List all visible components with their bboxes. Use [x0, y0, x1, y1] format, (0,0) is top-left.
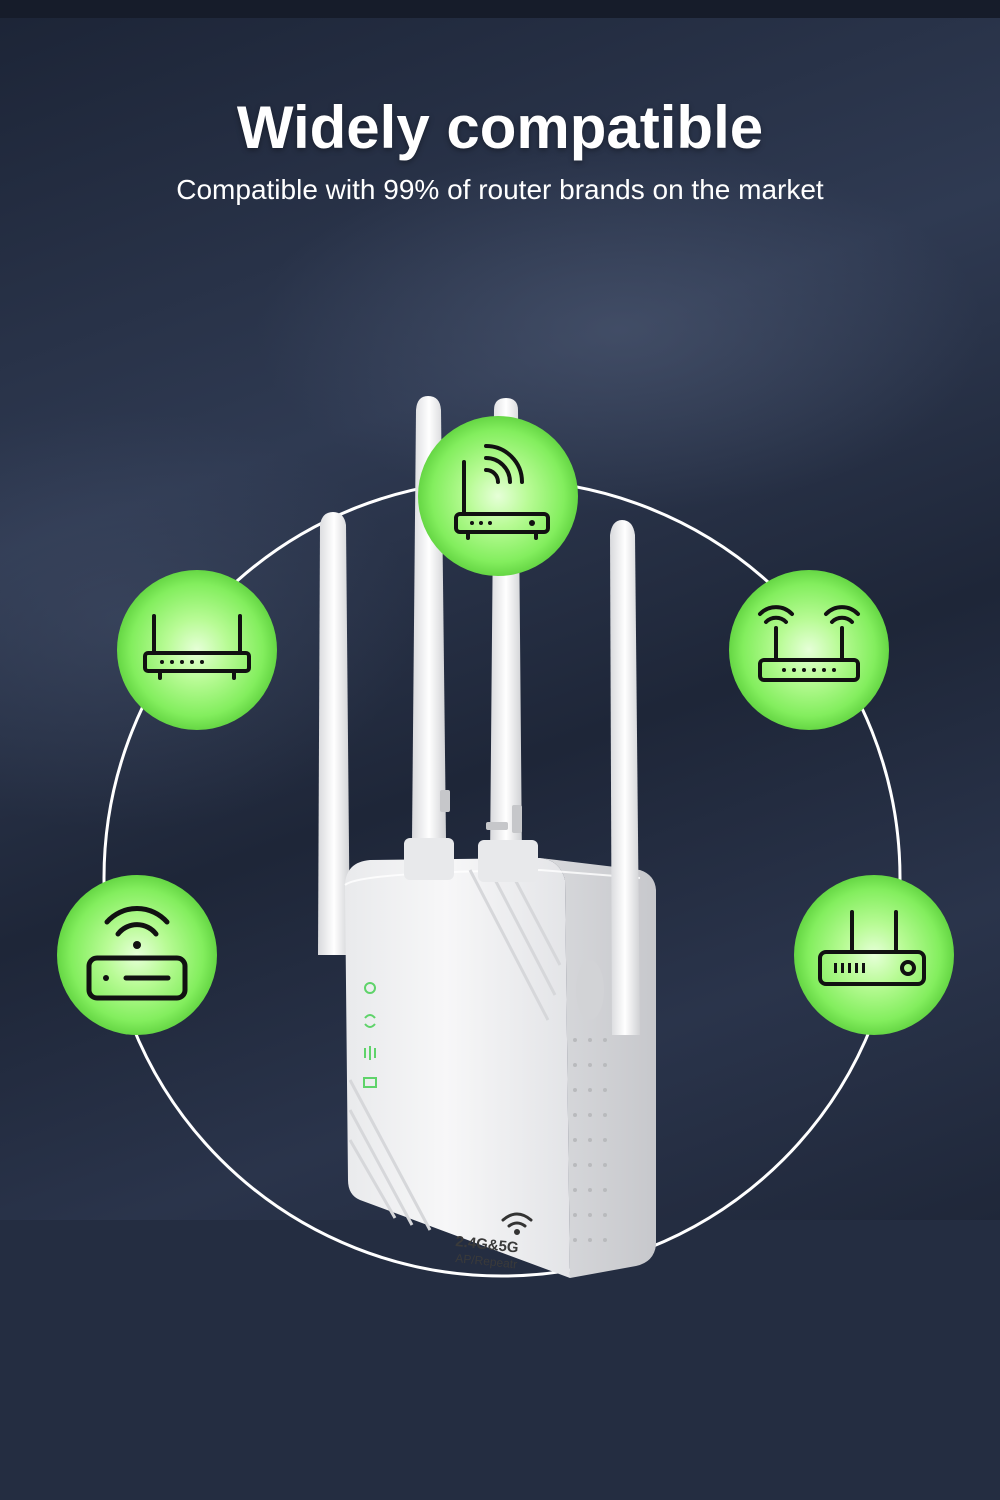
router-badge-top [418, 416, 578, 576]
router-badge-left-lower [57, 875, 217, 1035]
background-bottom [0, 1220, 1000, 1500]
mode-label: AP/Repeatr [455, 1251, 518, 1271]
vent-grille [573, 1038, 607, 1242]
wifi-extender-device [344, 858, 656, 1278]
wifi-logo-icon [501, 1212, 533, 1235]
two-antenna-modem-icon [818, 910, 926, 986]
dual-antenna-router-icon [758, 605, 860, 682]
led-indicators [363, 982, 377, 1088]
wifi-modem-icon [86, 906, 188, 1001]
flat-router-icon [143, 614, 251, 680]
router-badge-left-upper [117, 570, 277, 730]
headline: Widely compatible [236, 94, 764, 161]
band-label: 2.4G&5G [455, 1233, 520, 1257]
device-label: 2.4G&5G AP/Repeatr [455, 1212, 533, 1271]
background-top-band [0, 0, 1000, 18]
subline: Compatible with 99% of router brands on … [176, 174, 824, 205]
antenna-router-wifi-icon [454, 444, 550, 540]
router-badge-right-lower [794, 875, 954, 1035]
router-badge-right-upper [729, 570, 889, 730]
